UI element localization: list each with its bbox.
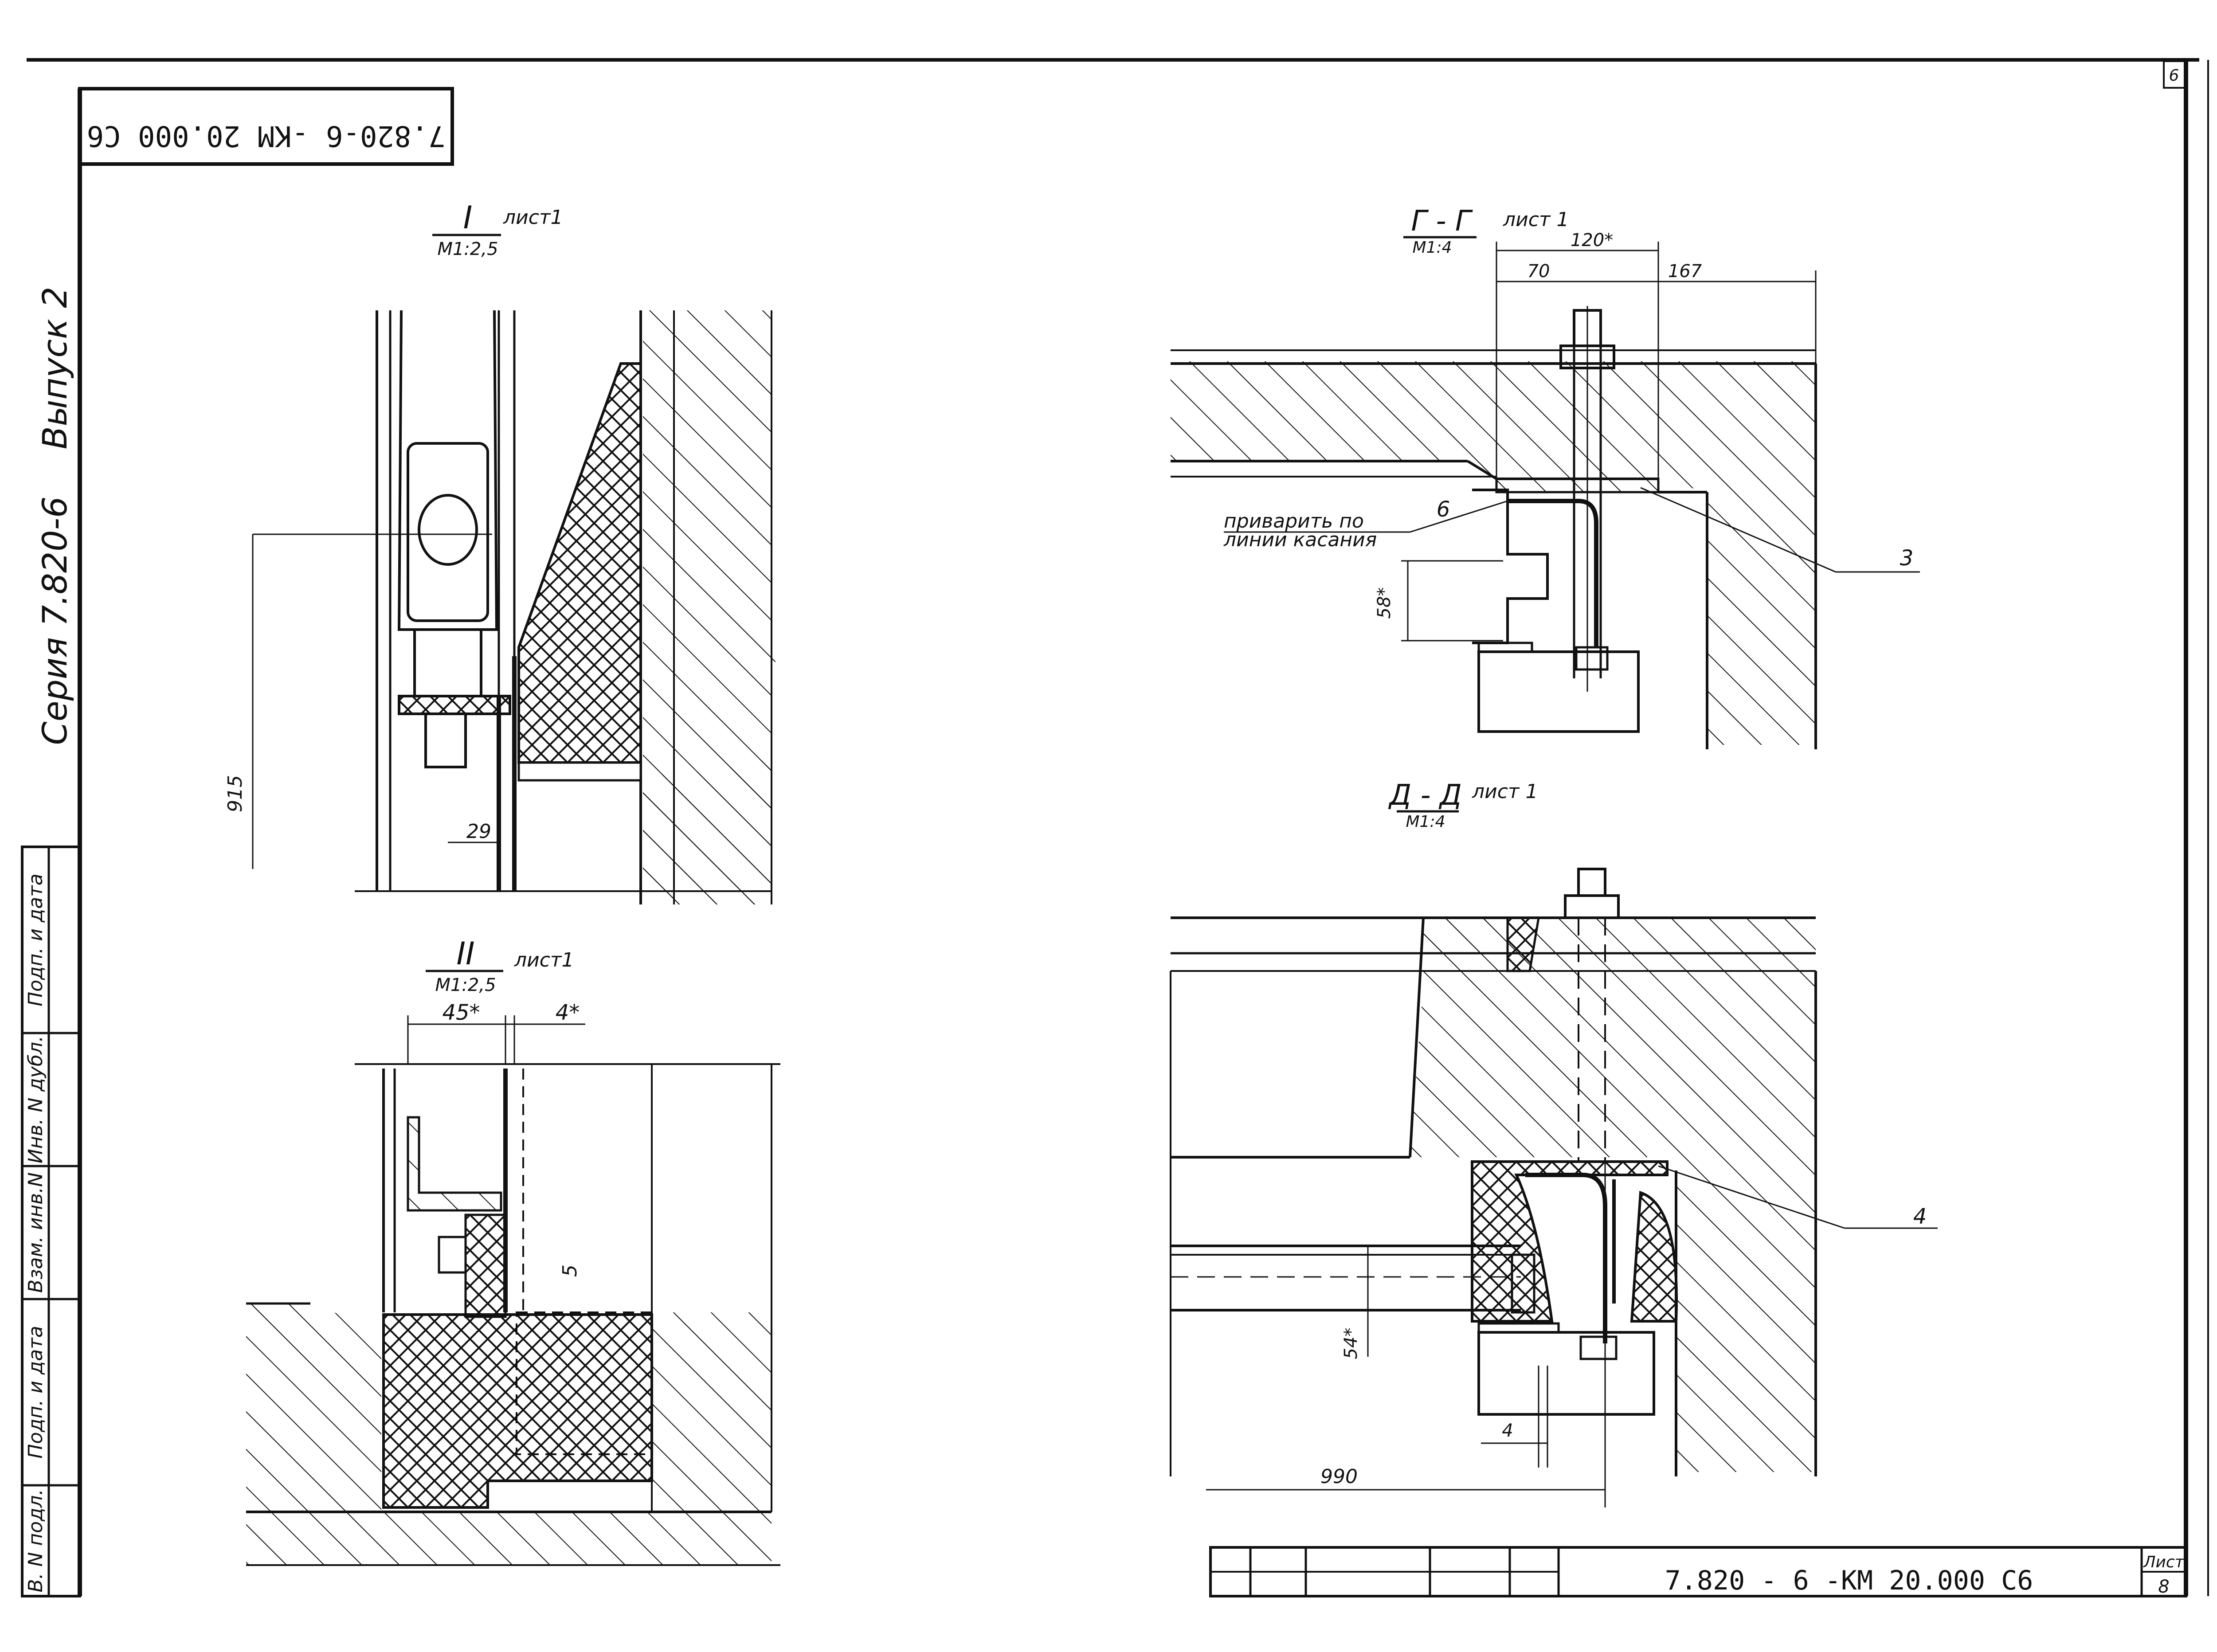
view-4-title: Д - Д bbox=[1388, 779, 1462, 812]
view-3-dim-58: 58* bbox=[1374, 587, 1394, 619]
stamp-cell-2: Подп. и дата bbox=[24, 1326, 47, 1459]
view-4-callout-4: 4 bbox=[1913, 1204, 1927, 1229]
view-4-dim-54: 54* bbox=[1341, 1328, 1361, 1359]
view-3-callout-3: 3 bbox=[1900, 546, 1914, 571]
view-3: Г - Г М1:4 лист 1 120* 70 167 bbox=[1171, 205, 1920, 749]
stamp-cell-3: Взам. инв.N bbox=[24, 1172, 47, 1293]
code-stamp-top: 7.820-6 -КМ 20.000 С6 bbox=[78, 87, 454, 166]
view-3-dim-120: 120* bbox=[1571, 230, 1613, 251]
view-3-title: Г - Г bbox=[1411, 205, 1473, 238]
sheet-label: Лист bbox=[2143, 1553, 2184, 1571]
view-3-callout-6: 6 bbox=[1437, 497, 1450, 522]
stamp-cell-4: Инв. N дубл. bbox=[24, 1036, 47, 1163]
view-2-dim-45: 45* bbox=[442, 1000, 480, 1025]
issue-label: Выпуск 2 bbox=[35, 286, 74, 449]
view-2-dim-5: 5 bbox=[559, 1264, 581, 1277]
view-2-title: II bbox=[456, 936, 474, 972]
view-3-note-line1: приварить по bbox=[1224, 510, 1364, 532]
view-4-dim-4: 4 bbox=[1502, 1421, 1513, 1441]
page-corner-mark: 6 bbox=[2169, 67, 2179, 85]
title-block: 7.820 - 6 -КМ 20.000 С6 Лист 8 bbox=[1209, 1546, 2187, 1597]
view-2-sheet: лист1 bbox=[514, 949, 574, 971]
view-3-scale: М1:4 bbox=[1413, 239, 1452, 257]
view-3-dim-167: 167 bbox=[1668, 261, 1702, 282]
document-code-bottom: 7.820 - 6 -КМ 20.000 С6 bbox=[1665, 1565, 2033, 1596]
view-2-scale: М1:2,5 bbox=[435, 975, 496, 995]
side-stamp-table: В. N подл. Подп. и дата Взам. инв.N Инв.… bbox=[21, 846, 81, 1597]
stamp-cell-1: В. N подл. bbox=[24, 1489, 47, 1592]
view-1-dim-915: 915 bbox=[224, 775, 247, 812]
series-label: Серия 7.820-6 bbox=[35, 497, 74, 745]
document-code-top: 7.820-6 -КМ 20.000 С6 bbox=[86, 119, 445, 152]
view-3-sheet: лист 1 bbox=[1503, 208, 1569, 231]
view-1: I М1:2,5 лист1 915 29 bbox=[224, 200, 780, 904]
sheet-number: 8 bbox=[2158, 1577, 2169, 1597]
stamp-cell-5: Подп. и дата bbox=[24, 873, 47, 1006]
view-3-note-line2: линии касания bbox=[1223, 528, 1377, 551]
view-4-dim-990: 990 bbox=[1320, 1465, 1358, 1488]
view-4: Д - Д М1:4 лист 1 bbox=[1170, 779, 1938, 1507]
view-1-sheet: лист1 bbox=[503, 206, 563, 229]
view-1-dim-29: 29 bbox=[466, 820, 491, 843]
view-4-sheet: лист 1 bbox=[1472, 780, 1538, 803]
view-1-title: I bbox=[463, 200, 473, 236]
view-2: II М1:2,5 лист1 45* 4* 5 bbox=[246, 936, 780, 1566]
view-1-scale: М1:2,5 bbox=[437, 239, 498, 259]
view-2-dim-4: 4* bbox=[556, 1000, 580, 1025]
view-4-scale: М1:4 bbox=[1406, 813, 1445, 831]
series-block: Серия 7.820-6 Выпуск 2 bbox=[35, 286, 74, 745]
view-3-dim-70: 70 bbox=[1528, 261, 1550, 282]
